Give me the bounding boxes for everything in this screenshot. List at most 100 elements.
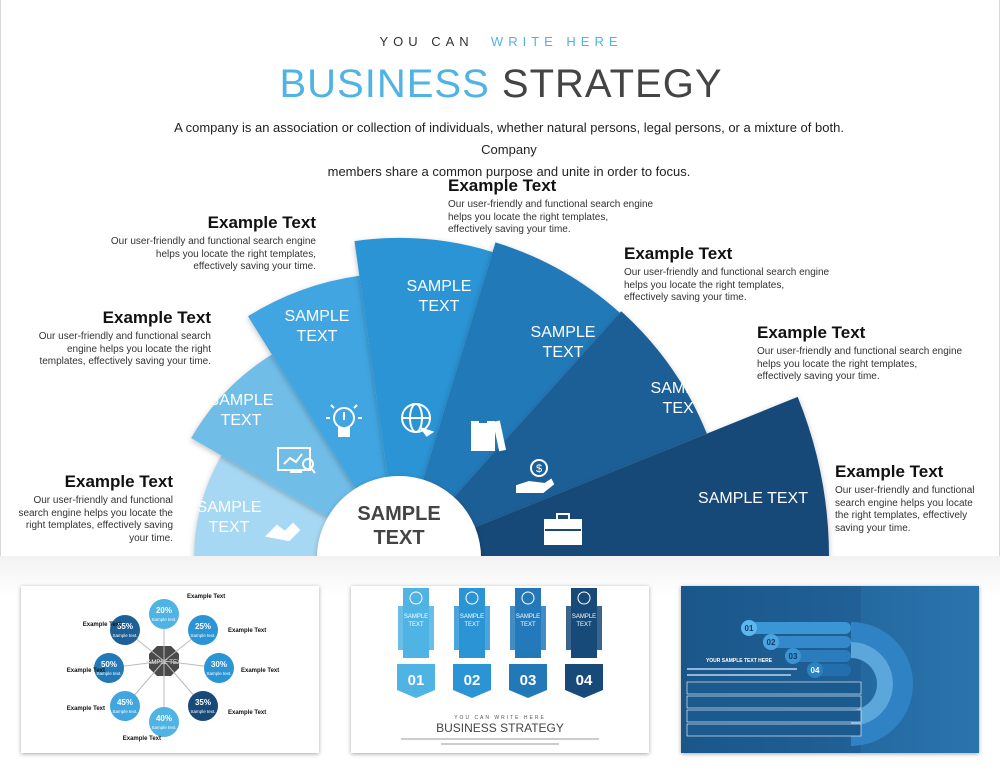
page-title: BUSINESS STRATEGY	[1, 62, 999, 107]
thumb2-text-line	[401, 738, 599, 740]
segment-label-2: TEXT	[419, 298, 460, 315]
thumb1-note-title: Example Text	[241, 668, 280, 674]
segment-label-1: SAMPLE	[407, 278, 472, 295]
thumb1-node	[188, 615, 218, 645]
thumb2-number: 01	[408, 672, 425, 689]
center-label-2: TEXT	[373, 527, 424, 549]
thumb3-step-dot	[741, 620, 757, 636]
intro-line-1: A company is an association or collectio…	[174, 120, 844, 157]
callout-line: helps you locate the right templates,	[448, 211, 609, 223]
thumb1-note-title: Example Text	[228, 628, 267, 634]
thumb1-node-label: Sample text.	[96, 671, 121, 676]
thumb1-node	[110, 691, 140, 721]
callout-line: helps you locate the right templates,	[624, 279, 785, 291]
thumb1-note-title: Example Text	[82, 622, 121, 628]
thumb1-note-title: Example Text	[66, 668, 105, 674]
callout-line: Our user-friendly and functional	[835, 485, 975, 496]
thumb2-card-panel	[566, 606, 602, 650]
thumb2-card-icon	[521, 591, 535, 605]
callout-line: right templates, effectively saving	[25, 520, 173, 531]
thumb1-note: Example Text	[228, 710, 308, 716]
fan-segment-6	[453, 311, 707, 528]
thumbnail-1[interactable]: SAMPLE TEXT 55%Sample text.20%Sample tex…	[21, 586, 319, 753]
callout-line: saving your time.	[835, 522, 911, 534]
thumbnail-3[interactable]: 01 02 03 04 YOUR SAMPLE TEXT HERE	[681, 586, 979, 753]
thumb1-note-title: Example Text	[228, 710, 267, 716]
intro-text: A company is an association or collectio…	[151, 117, 867, 183]
thumb3-step-dot	[785, 648, 801, 664]
thumb1-note: Example Text	[43, 668, 105, 674]
thumb1-node-pct: 45%	[117, 698, 133, 707]
thumb3-row	[686, 681, 862, 695]
thumb3-step-num: 03	[789, 652, 798, 661]
thumb3-text-line	[687, 668, 797, 670]
thumb2-number-tag	[397, 664, 435, 698]
thumb1-node-label: Sample text.	[151, 725, 176, 730]
callout-line: Our user-friendly and functional search …	[757, 346, 963, 357]
callout-line: engine helps you locate the right	[67, 343, 211, 355]
thumb1-node	[204, 653, 234, 683]
thumb3-arc-inner	[851, 642, 893, 726]
segment-label-2: TEXT	[543, 344, 584, 361]
thumb1-note: Example Text	[228, 628, 308, 634]
fan-segment-4	[354, 238, 493, 480]
thumb2-number-tag	[565, 664, 603, 698]
thumb1-note-title: Example Text	[66, 706, 105, 712]
callout-line: templates, effectively saving your time.	[39, 356, 211, 367]
books-icon	[471, 420, 507, 452]
thumb1-node-pct: 20%	[156, 606, 172, 615]
thumb1-note: Example Text	[187, 594, 297, 600]
thumb3-step-bar	[785, 650, 851, 662]
kicker-accent: WRITE HERE	[490, 34, 623, 49]
thumb2-card-label: TEXT	[576, 622, 592, 628]
callout-title: Example Text	[102, 308, 211, 327]
main-slide: YOU CAN WRITE HERE BUSINESS STRATEGY A c…	[0, 0, 1000, 556]
thumb2-number-tag	[453, 664, 491, 698]
thumb2-number: 04	[576, 672, 593, 689]
callout-line: search engine helps you locate	[835, 497, 973, 509]
thumb3-step-dot	[807, 662, 823, 678]
callout-line: helps you locate the right templates,	[757, 358, 918, 370]
thumb2-card-label: SAMPLE	[404, 614, 428, 620]
thumb3-row	[686, 709, 862, 723]
segment-label-1: SAMPLE TEXT	[698, 490, 808, 507]
thumb1-node	[110, 615, 140, 645]
thumb3-heading: YOUR SAMPLE TEXT HERE	[706, 658, 773, 664]
thumb1-node-label: Sample text.	[190, 633, 215, 638]
segment-label-1: SAMPLE	[651, 380, 716, 397]
callout-line: helps you locate the right templates,	[155, 248, 316, 260]
segment-label-1: SAMPLE	[531, 324, 596, 341]
segment-label-1: SAMPLE	[197, 499, 262, 516]
thumb2-diagram: SAMPLETEXT01SAMPLETEXT02SAMPLETEXT03SAMP…	[397, 588, 603, 745]
globe-arrow-icon	[401, 403, 435, 437]
thumb1-node-label: Sample text.	[206, 671, 231, 676]
thumb3-step-num: 01	[745, 624, 754, 633]
thumb1-node-pct: 30%	[211, 660, 227, 669]
thumb2-card-label: TEXT	[520, 622, 536, 628]
thumb2-card-label: TEXT	[408, 622, 424, 628]
callout-line: Our user-friendly and functional search …	[448, 199, 654, 210]
thumb3-row	[686, 723, 862, 737]
callout-title: Example Text	[757, 323, 866, 342]
thumb1-node	[149, 707, 179, 737]
segment-label-2: TEXT	[209, 519, 250, 536]
thumb2-card-label: SAMPLE	[516, 614, 540, 620]
callout-line: effectively saving your time.	[448, 224, 571, 235]
thumb1-node-pct: 35%	[195, 698, 211, 707]
thumb1-note: Example Text	[61, 622, 121, 628]
fan-segment-2	[191, 354, 356, 517]
callout-title: Example Text	[624, 244, 733, 263]
callout-line: Our user-friendly and functional search …	[624, 267, 830, 278]
briefcase-icon	[544, 513, 582, 545]
segment-label-1: SAMPLE	[209, 392, 274, 409]
thumb1-note-title: Example Text	[122, 736, 161, 742]
presentation-chart-icon	[277, 447, 316, 474]
callout-title: Example Text	[64, 472, 173, 491]
